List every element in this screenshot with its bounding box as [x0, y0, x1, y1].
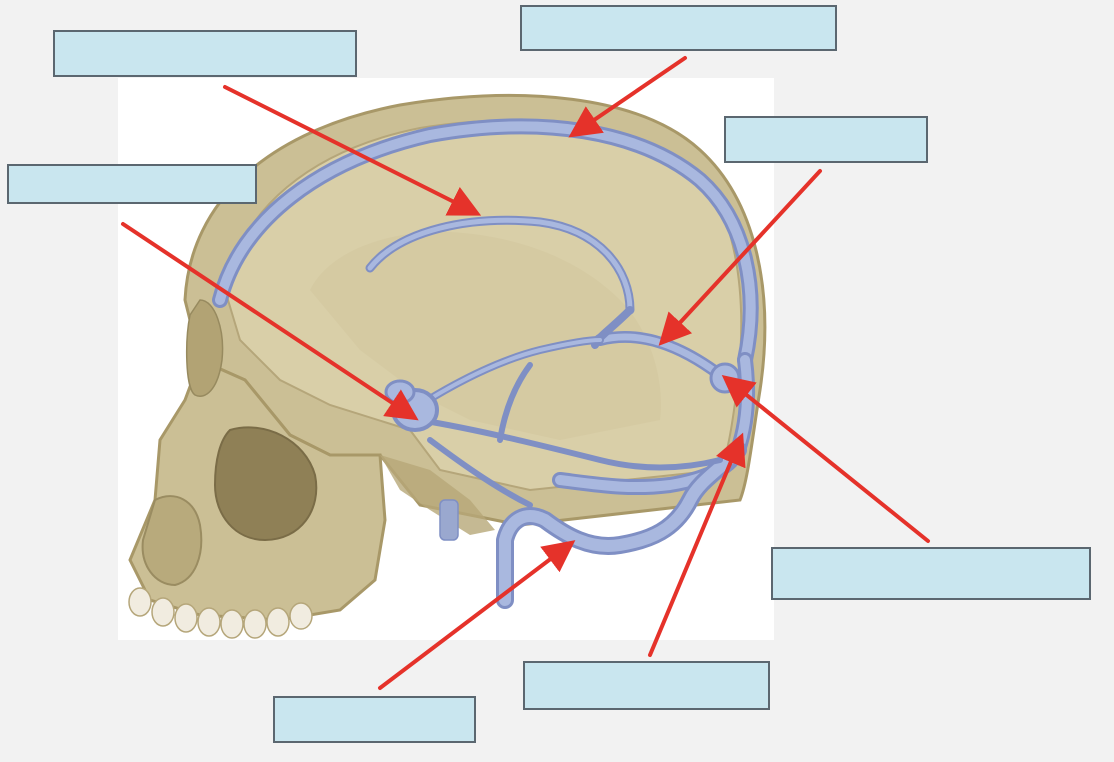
superior-petrosal-sinus: [417, 417, 723, 471]
label-box-top-center[interactable]: [520, 5, 837, 51]
arrow-confluence: [721, 374, 930, 543]
arrow-sigmoid: [378, 540, 576, 690]
inferior-petrosal-sinus: [427, 437, 533, 508]
skull-bone: [128, 94, 767, 639]
label-box-right-lower[interactable]: [771, 547, 1091, 600]
arrow-straight: [658, 169, 822, 346]
label-box-left[interactable]: [7, 164, 257, 204]
label-box-top-left[interactable]: [53, 30, 357, 77]
arrow-superior-sagittal: [568, 56, 687, 138]
teeth: [128, 587, 313, 639]
venous-sinuses: [212, 118, 759, 609]
pointer-arrows: [121, 56, 930, 690]
arrow-transverse: [648, 432, 746, 657]
label-box-right-upper[interactable]: [724, 116, 928, 163]
label-box-bottom-center[interactable]: [523, 661, 770, 710]
label-box-bottom-left[interactable]: [273, 696, 476, 743]
arrow-inferior-sagittal: [223, 85, 482, 216]
arrow-cavernous: [121, 222, 419, 421]
